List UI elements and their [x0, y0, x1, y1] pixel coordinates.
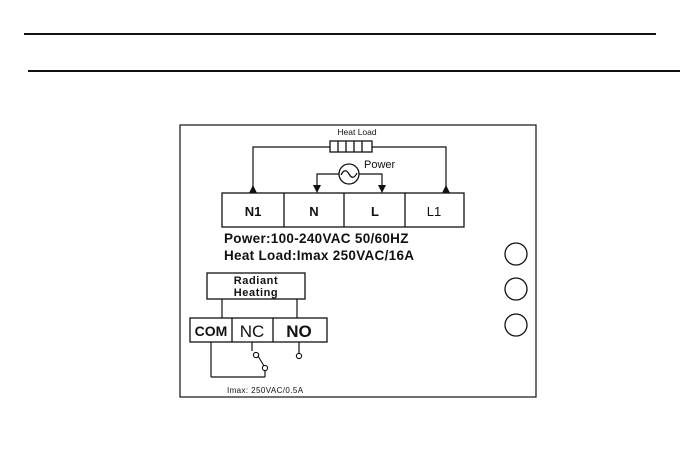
- indicator-circle-1: [505, 243, 527, 265]
- arrow-down-l-icon: [378, 185, 386, 193]
- power-wire-l: [359, 174, 382, 186]
- ac-power-source-icon: [339, 164, 359, 184]
- arrow-up-n1-icon: [249, 185, 257, 193]
- indicator-circle-2: [505, 278, 527, 300]
- terminal-l1: L1: [427, 204, 441, 219]
- heat-load-label: Heat Load: [337, 127, 376, 137]
- arrow-down-n-icon: [313, 185, 321, 193]
- relay-rating: Imax: 250VAC/0.5A: [227, 386, 304, 395]
- spec-power: Power:100-240VAC 50/60HZ: [224, 231, 409, 246]
- power-label: Power: [364, 159, 396, 171]
- spec-heat-load: Heat Load:Imax 250VAC/16A: [224, 248, 414, 263]
- terminal-l: L: [371, 204, 379, 219]
- terminal-n1: N1: [245, 204, 262, 219]
- terminal-no: NO: [286, 322, 312, 341]
- indicator-circle-3: [505, 314, 527, 336]
- terminal-com: COM: [195, 323, 228, 339]
- heat-load-wire-n1: [253, 147, 330, 188]
- radiant-label-line2: Heating: [234, 287, 279, 299]
- terminal-nc: NC: [240, 322, 265, 341]
- terminal-n: N: [309, 204, 318, 219]
- heat-load-resistor-icon: [330, 141, 372, 152]
- arrow-up-l1-icon: [442, 185, 450, 193]
- power-wire-n: [317, 174, 339, 186]
- relay-switch-icon: [211, 342, 302, 377]
- radiant-label-line1: Radiant: [234, 275, 279, 287]
